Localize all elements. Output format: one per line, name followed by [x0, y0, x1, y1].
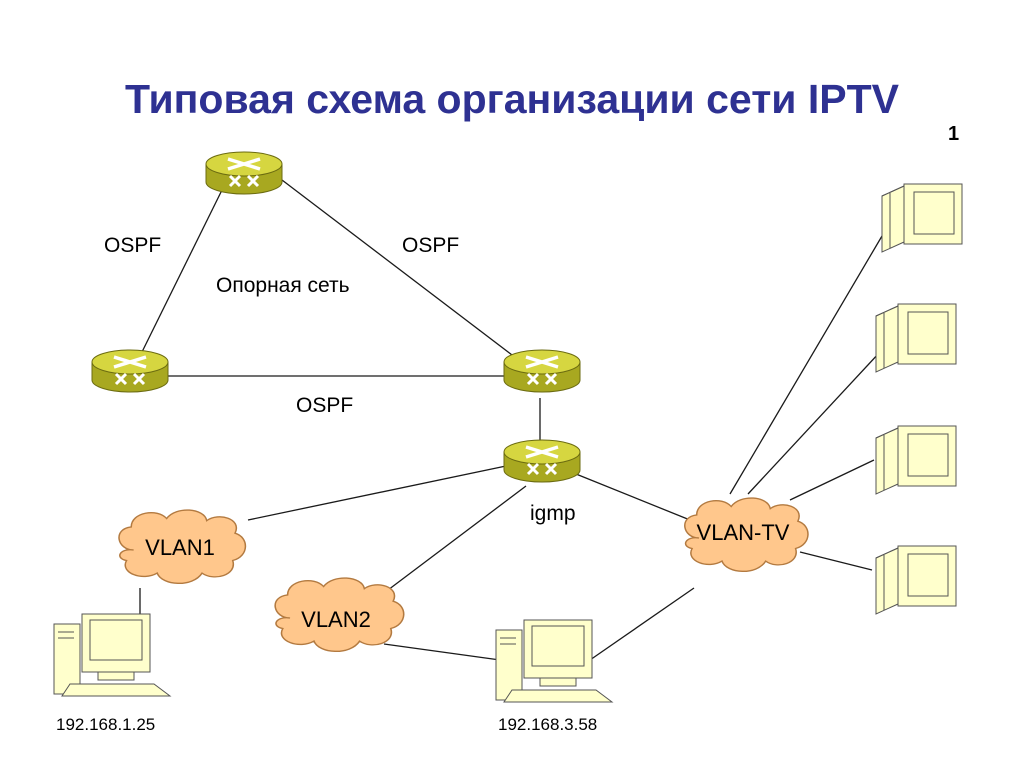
link-edge-vlantv [575, 473, 691, 521]
vlan2-label: VLAN2 [301, 607, 371, 632]
link-router-top-left [139, 189, 223, 357]
ospf-label-bottom: OSPF [296, 394, 353, 417]
igmp-label: igmp [530, 502, 576, 525]
pc-icon [495, 619, 613, 703]
link-vlantv-tv2 [747, 351, 881, 495]
pc1-ip-label: 192.168.1.25 [56, 715, 155, 734]
link-vlantv-tv1 [729, 235, 883, 495]
tv-monitor-icon [875, 545, 957, 615]
link-vlantv-tv3 [789, 459, 875, 501]
tv-monitor-icon [875, 425, 957, 495]
router-icon [90, 348, 170, 394]
link-vlantv-tv4 [799, 551, 873, 571]
page-number: 1 [948, 123, 959, 145]
tv-monitor-icon [875, 303, 957, 373]
backbone-label: Опорная сеть [216, 274, 350, 297]
router-icon [204, 150, 284, 196]
vlan-tv-label: VLAN-TV [697, 520, 790, 545]
router-icon [502, 438, 582, 484]
network-links [139, 179, 883, 661]
tv-monitor-icon [881, 183, 963, 253]
link-edge-vlan1 [247, 465, 507, 521]
link-vlantv-pc2 [589, 587, 695, 661]
ospf-label-left: OSPF [104, 234, 161, 257]
router-icon [502, 348, 582, 394]
pc-icon [53, 613, 171, 697]
ospf-label-right: OSPF [402, 234, 459, 257]
page-title: Типовая схема организации сети IPTV [125, 76, 900, 122]
vlan1-label: VLAN1 [145, 535, 215, 560]
link-vlan2-pc2 [383, 643, 501, 661]
pc2-ip-label: 192.168.3.58 [498, 715, 597, 734]
link-router-top-right [281, 179, 517, 359]
link-edge-vlan2 [387, 485, 527, 591]
